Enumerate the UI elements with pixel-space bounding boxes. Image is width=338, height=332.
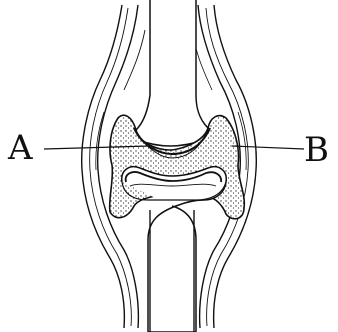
pointer-line-b <box>232 146 304 149</box>
label-b: B <box>304 133 329 167</box>
label-a: A <box>8 131 33 165</box>
upper-bone <box>136 0 208 146</box>
